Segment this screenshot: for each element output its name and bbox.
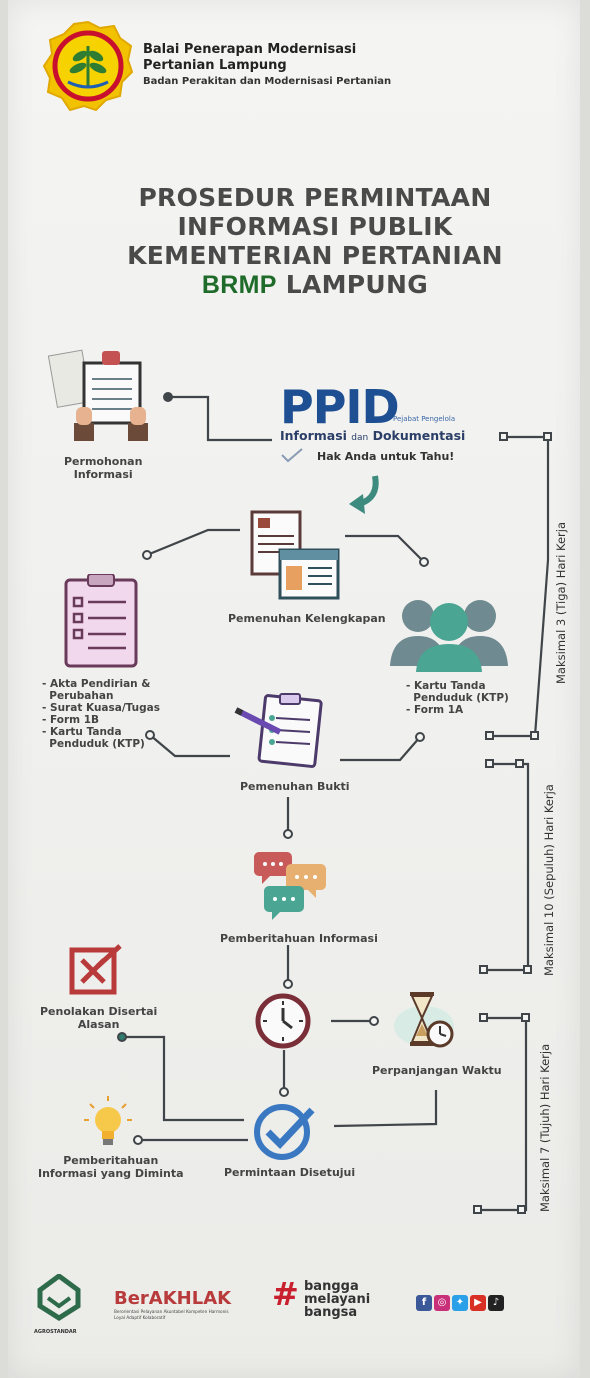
- hashtag-icon: #: [272, 1275, 299, 1313]
- hourglass-clock-icon: [394, 992, 454, 1048]
- instagram-icon[interactable]: ◎: [434, 1295, 450, 1311]
- title-line-2: INFORMASI PUBLIK: [177, 212, 453, 241]
- tiktok-icon[interactable]: ♪: [488, 1295, 504, 1311]
- approved-check-icon: [254, 1104, 315, 1160]
- org-line-3: Badan Perakitan dan Modernisasi Pertania…: [143, 76, 392, 87]
- social-icons: f◎✦▶♪: [414, 1290, 504, 1311]
- step-permohonan-label: Permohonan Informasi: [64, 455, 143, 481]
- reject-box-icon: [69, 944, 122, 995]
- timeline-7-days-label: Maksimal 7 (Tujuh) Hari Kerja: [538, 1043, 552, 1212]
- left-list-item: Perubahan: [42, 690, 114, 702]
- bangga-line-3: bangsa: [304, 1305, 358, 1320]
- checklist-icon: [64, 574, 138, 668]
- org-line-2: Pertanian Lampung: [143, 58, 287, 73]
- step-perpanjangan-label: Perpanjangan Waktu: [372, 1064, 502, 1077]
- twitter-icon[interactable]: ✦: [452, 1295, 468, 1311]
- right-requirements-list: - Kartu Tanda Penduduk (KTP)- Form 1A: [406, 680, 509, 716]
- ppid-logo-text: PPID: [280, 380, 400, 434]
- step-penolakan-label: Penolakan Disertai Alasan: [40, 1005, 158, 1031]
- people-group-icon: [390, 600, 508, 672]
- title-line-4: BRMP LAMPUNG: [100, 270, 530, 300]
- checkmark-icon: [281, 448, 303, 463]
- lightbulb-icon: [84, 1096, 132, 1145]
- title-line-1: PROSEDUR PERMINTAAN: [138, 183, 492, 212]
- org-name: Balai Penerapan Modernisasi Pertanian La…: [143, 42, 356, 74]
- clipboard-pen-icon: [234, 693, 323, 768]
- left-requirements-list: - Akta Pendirian & Perubahan- Surat Kuas…: [42, 678, 160, 750]
- right-list-item: - Kartu Tanda: [406, 680, 486, 692]
- step-disetujui-label: Permintaan Disetujui: [224, 1166, 356, 1179]
- title-line-3: KEMENTERIAN PERTANIAN: [127, 241, 503, 270]
- ppid-info: Informasi dan Dokumentasi: [280, 428, 465, 443]
- step-pemberitahuan-label: Pemberitahuan Informasi: [220, 932, 378, 945]
- page-title: PROSEDUR PERMINTAAN INFORMASI PUBLIK KEM…: [100, 183, 530, 300]
- clipboard-form-icon: [48, 349, 148, 441]
- berakhlak-logo: BerAKHLAK: [114, 1288, 231, 1309]
- title-lampung: LAMPUNG: [285, 270, 429, 299]
- clock-icon: [255, 993, 311, 1049]
- step-diminta-label: Pemberitahuan Informasi yang Diminta: [38, 1154, 184, 1180]
- ppid-logo: PPID: [280, 384, 400, 430]
- ppid-dok-word: Dokumentasi: [372, 428, 466, 443]
- title-brmp: BRMP: [201, 271, 277, 299]
- right-list-item: Penduduk (KTP): [406, 692, 509, 704]
- bangga-melayani-text: bangga melayani bangsa: [304, 1280, 370, 1319]
- kementan-logo-icon: [42, 20, 134, 112]
- berakhlak-subtitle: Berorientasi Pelayanan Akuntabel Kompete…: [114, 1309, 229, 1320]
- youtube-icon[interactable]: ▶: [470, 1295, 486, 1311]
- chat-bubbles-icon: [254, 852, 326, 920]
- banner: [8, 0, 580, 1378]
- bangga-line-1: bangga: [304, 1279, 359, 1294]
- left-list-item: Penduduk (KTP): [42, 738, 145, 750]
- curved-arrow-icon: [349, 475, 379, 514]
- left-list-item: - Surat Kuasa/Tugas: [42, 702, 161, 714]
- ppid-dan-word: dan: [351, 433, 369, 443]
- right-list-item: - Form 1A: [406, 704, 464, 716]
- ppid-tagline: Hak Anda untuk Tahu!: [317, 450, 455, 463]
- bangga-line-2: melayani: [304, 1292, 371, 1307]
- documents-icon: [250, 510, 340, 600]
- left-list-item: - Akta Pendirian &: [42, 678, 151, 690]
- org-line-1: Balai Penerapan Modernisasi: [143, 42, 357, 57]
- left-list-item: - Form 1B: [42, 714, 100, 726]
- agrostandar-logo-icon: [37, 1274, 81, 1321]
- step-bukti-label: Pemenuhan Bukti: [240, 780, 350, 793]
- timeline-3-days-label: Maksimal 3 (Tiga) Hari Kerja: [554, 521, 568, 684]
- step-kelengkapan-label: Pemenuhan Kelengkapan: [228, 612, 386, 625]
- facebook-icon[interactable]: f: [416, 1295, 432, 1311]
- agrostandar-text: AGROSTANDAR: [34, 1329, 77, 1335]
- left-list-item: - Kartu Tanda: [42, 726, 122, 738]
- ppid-sub-label: Pejabat Pengelola: [393, 415, 456, 423]
- ppid-info-word: Informasi: [280, 428, 347, 443]
- timeline-10-days-label: Maksimal 10 (Sepuluh) Hari Kerja: [542, 784, 556, 976]
- berakhlak-text: BerAKHLAK: [114, 1288, 232, 1309]
